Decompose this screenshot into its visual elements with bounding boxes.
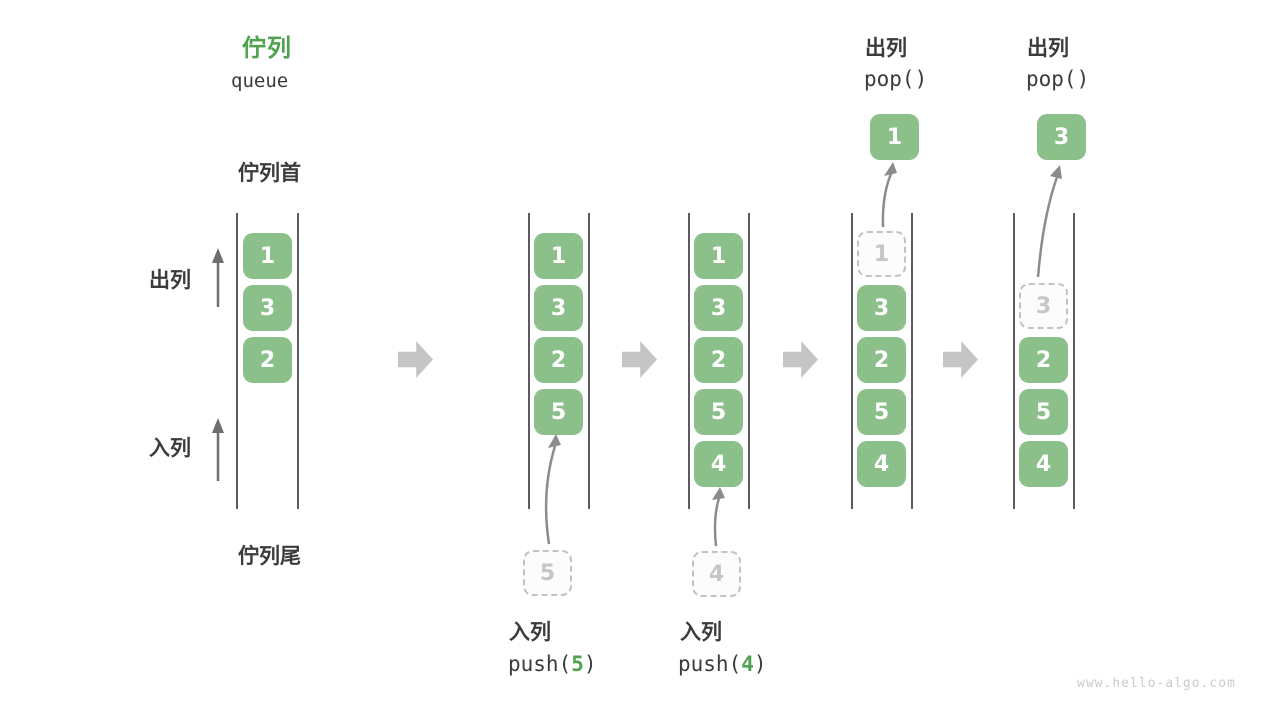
removed-cell: 3 bbox=[1019, 283, 1068, 329]
incoming-cell: 4 bbox=[692, 551, 741, 597]
queue-wall-left bbox=[528, 213, 530, 509]
push4-code: push(4) bbox=[678, 652, 767, 676]
queue-rear-label: 佇列尾 bbox=[238, 544, 301, 568]
queue-cell: 3 bbox=[694, 285, 743, 331]
queue-cell: 1 bbox=[534, 233, 583, 279]
popped-cell: 1 bbox=[870, 114, 919, 160]
push-arg: 5 bbox=[571, 652, 584, 676]
enqueue-up-arrow-icon bbox=[212, 418, 224, 481]
flow-arrow-icon bbox=[622, 341, 657, 378]
queue-cell: 2 bbox=[1019, 337, 1068, 383]
queue-wall-right bbox=[911, 213, 913, 509]
queue-cell: 4 bbox=[694, 441, 743, 487]
pop1-label: 出列 bbox=[865, 36, 907, 60]
flow-arrow-icon bbox=[943, 341, 978, 378]
removed-cell: 1 bbox=[857, 231, 906, 277]
incoming-cell: 5 bbox=[523, 550, 572, 596]
queue-cell: 2 bbox=[694, 337, 743, 383]
queue-wall-right bbox=[1073, 213, 1075, 509]
queue-cell: 4 bbox=[857, 441, 906, 487]
queue-cell: 3 bbox=[243, 285, 292, 331]
flow-arrow-icon bbox=[398, 341, 433, 378]
dequeue-curved-arrow-icon bbox=[1036, 165, 1062, 278]
queue-wall-left bbox=[236, 213, 238, 509]
queue-front-label: 佇列首 bbox=[238, 161, 301, 185]
dequeue-curved-arrow-icon bbox=[881, 162, 897, 228]
queue-wall-right bbox=[588, 213, 590, 509]
push5-label: 入列 bbox=[509, 620, 551, 644]
queue-cell: 5 bbox=[534, 389, 583, 435]
pop2-code: pop() bbox=[1026, 67, 1090, 91]
page-title: 佇列 bbox=[242, 34, 292, 62]
enqueue-direction-label: 入列 bbox=[149, 436, 191, 460]
queue-wall-right bbox=[297, 213, 299, 509]
queue-wall-left bbox=[688, 213, 690, 509]
queue-cell: 5 bbox=[694, 389, 743, 435]
queue-wall-left bbox=[1013, 213, 1015, 509]
push-close: ) bbox=[753, 652, 767, 676]
queue-cell: 1 bbox=[694, 233, 743, 279]
watermark: www.hello-algo.com bbox=[1077, 676, 1236, 691]
push-fn: push( bbox=[678, 652, 742, 676]
page-subtitle: queue bbox=[231, 70, 289, 92]
enqueue-curved-arrow-icon bbox=[712, 487, 725, 547]
push4-label: 入列 bbox=[680, 620, 722, 644]
queue-cell: 5 bbox=[1019, 389, 1068, 435]
popped-cell: 3 bbox=[1037, 114, 1086, 160]
dequeue-direction-label: 出列 bbox=[149, 268, 191, 292]
queue-cell: 2 bbox=[534, 337, 583, 383]
push-fn: push( bbox=[508, 652, 572, 676]
flow-arrow-icon bbox=[783, 341, 818, 378]
enqueue-curved-arrow-icon bbox=[544, 434, 561, 545]
queue-wall-right bbox=[748, 213, 750, 509]
pop2-label: 出列 bbox=[1027, 36, 1069, 60]
queue-cell: 2 bbox=[857, 337, 906, 383]
dequeue-up-arrow-icon bbox=[212, 248, 224, 307]
queue-wall-left bbox=[851, 213, 853, 509]
push-arg: 4 bbox=[741, 652, 754, 676]
push-close: ) bbox=[583, 652, 597, 676]
queue-cell: 3 bbox=[534, 285, 583, 331]
queue-cell: 5 bbox=[857, 389, 906, 435]
queue-cell: 1 bbox=[243, 233, 292, 279]
queue-cell: 2 bbox=[243, 337, 292, 383]
queue-cell: 3 bbox=[857, 285, 906, 331]
pop1-code: pop() bbox=[864, 67, 928, 91]
queue-cell: 4 bbox=[1019, 441, 1068, 487]
push5-code: push(5) bbox=[508, 652, 597, 676]
